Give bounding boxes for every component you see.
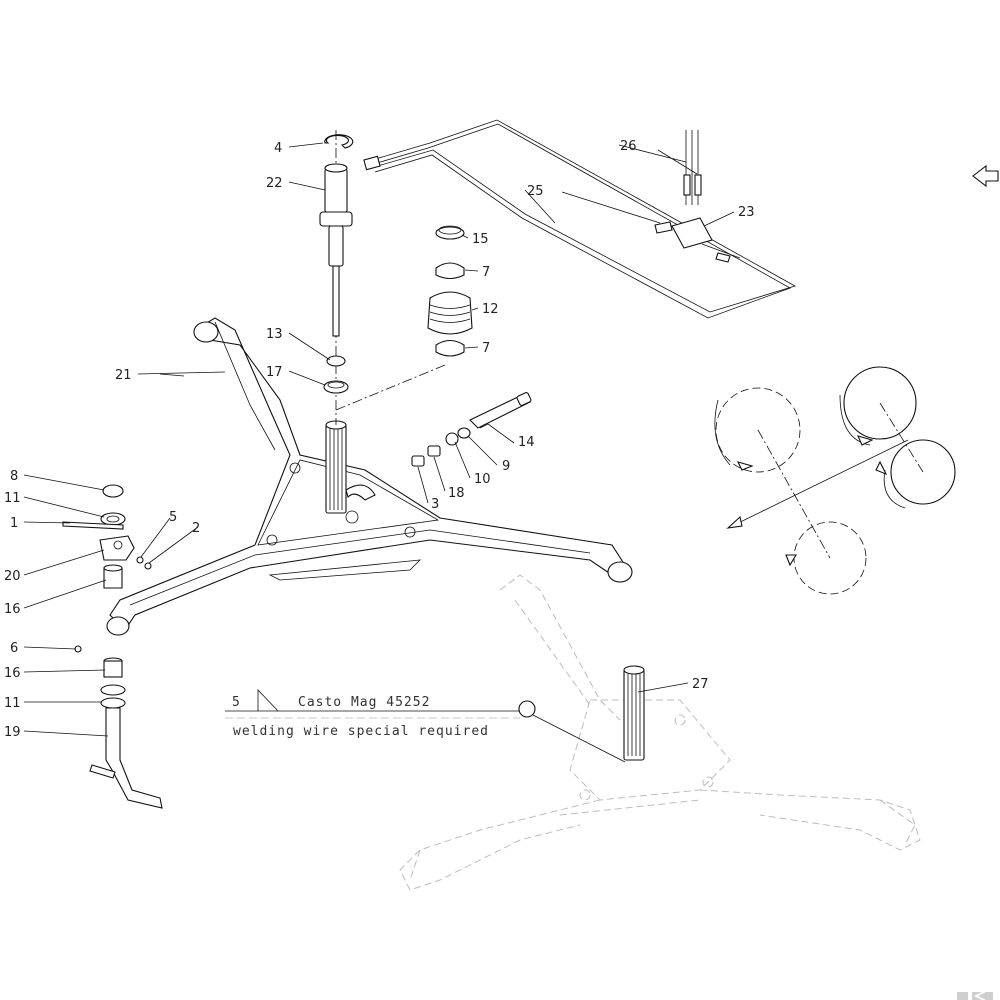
callout-8: 8 — [10, 469, 18, 484]
frame-part-21 — [106, 317, 633, 636]
callout-14: 14 — [518, 435, 535, 450]
callout-19: 19 — [4, 725, 21, 740]
weld-material: Casto Mag 45252 — [298, 695, 430, 710]
callout-18: 18 — [448, 486, 465, 501]
callout-15: 15 — [472, 232, 489, 247]
weld-note: welding wire special required — [233, 724, 489, 739]
callout-4: 4 — [274, 141, 282, 156]
callout-27: 27 — [692, 677, 709, 692]
weld-symbol: 5 Casto Mag 45252 welding wire special r… — [225, 689, 520, 739]
spindle-axis-line — [335, 130, 446, 425]
callout-3: 3 — [431, 497, 439, 512]
callout-23: 22 — [266, 176, 283, 191]
weld-size: 5 — [232, 695, 241, 710]
callout-25: 25 — [527, 184, 544, 199]
callout-6: 6 — [10, 641, 18, 656]
callout-20: 23 — [738, 205, 755, 220]
weld-spindle-part-27 — [518, 665, 645, 763]
ring-part-13 — [326, 355, 346, 367]
leader-lines — [23, 142, 735, 737]
callout-26: 26 — [620, 139, 637, 154]
callout-10: 10 — [474, 472, 491, 487]
seal-stack — [427, 225, 473, 357]
callout-16b: 16 — [4, 666, 21, 681]
callout-17: 17 — [266, 365, 283, 380]
circlip-part-4 — [324, 134, 354, 149]
callout-7b: 7 — [482, 341, 490, 356]
callout-22: 20 — [4, 569, 21, 584]
callout-7a: 7 — [482, 265, 490, 280]
callout-13: 13 — [266, 327, 283, 342]
spindle-housing — [325, 420, 376, 514]
rotation-schematic — [714, 366, 956, 595]
callout-5: 5 — [169, 510, 177, 525]
ring-part-17 — [323, 380, 349, 394]
axle-bolt-set — [411, 392, 532, 467]
callout-21: 21 — [115, 368, 132, 383]
callout-16a: 16 — [4, 602, 21, 617]
pin-part-23 — [319, 163, 353, 337]
hydraulic-lines — [363, 119, 797, 319]
callout-11b: 11 — [4, 696, 21, 711]
callout-9: 9 — [502, 459, 510, 474]
k-logo-icon — [957, 992, 993, 1000]
callout-12: 12 — [482, 302, 499, 317]
callout-11a: 11 — [4, 491, 21, 506]
callout-labels: 4 22 13 17 21 15 7 12 7 14 9 10 18 3 8 1… — [4, 139, 755, 740]
view-direction-arrow-icon — [972, 164, 999, 188]
ghost-assembly-view — [399, 574, 921, 891]
callout-2: 2 — [192, 521, 200, 536]
caster-parts — [62, 484, 163, 809]
callout-1: 1 — [10, 516, 18, 531]
